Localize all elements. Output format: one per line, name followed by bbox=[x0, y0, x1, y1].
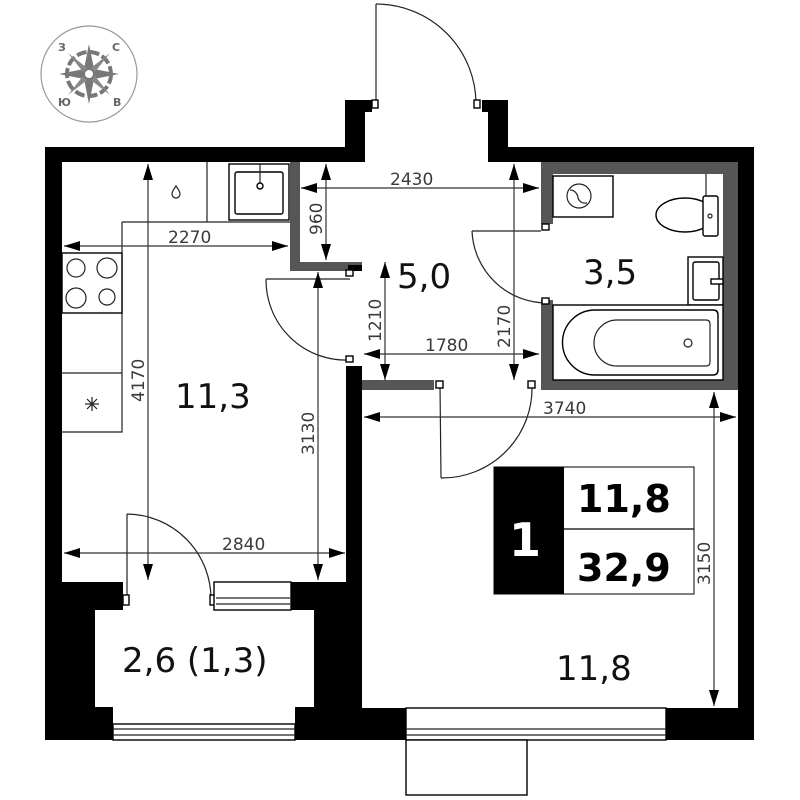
exterior-walls bbox=[45, 100, 754, 740]
dim-kitchen-inner: 3130 bbox=[299, 412, 319, 455]
washbasin-icon bbox=[687, 256, 724, 306]
sink-icon bbox=[228, 163, 290, 221]
stove-icon bbox=[61, 252, 123, 314]
compass-south-label: Ю bbox=[58, 96, 71, 109]
bathroom-door bbox=[471, 223, 550, 305]
rooms-count: 1 bbox=[509, 513, 541, 567]
total-area: 32,9 bbox=[577, 546, 671, 590]
balcony-window bbox=[112, 723, 296, 741]
fridge-icon bbox=[85, 397, 99, 411]
compass-east-label: В bbox=[113, 96, 121, 109]
compass-west-label: З bbox=[58, 41, 66, 54]
living-door bbox=[435, 380, 536, 479]
compass-north-label: С bbox=[112, 41, 120, 54]
bathtub-icon bbox=[552, 304, 724, 381]
dim-hall-width: 2430 bbox=[390, 170, 433, 190]
kitchen-fixtures bbox=[61, 162, 290, 433]
dim-living-depth: 3150 bbox=[695, 542, 715, 585]
living-total-area: 11,8 bbox=[577, 477, 671, 521]
balcony-area-label: 2,6 (1,3) bbox=[122, 641, 267, 681]
dim-kitchen-width-bottom: 2840 bbox=[222, 535, 265, 555]
washing-machine-icon bbox=[552, 175, 614, 218]
entrance-door bbox=[371, 3, 481, 109]
dim-kitchen-width-top: 2270 bbox=[168, 228, 211, 248]
bathroom-area-label: 3,5 bbox=[583, 253, 637, 293]
dim-hall-niche: 960 bbox=[307, 203, 327, 235]
dim-hall-lower: 1210 bbox=[366, 299, 386, 342]
toilet-icon bbox=[655, 174, 719, 237]
dimension-lines bbox=[64, 164, 736, 706]
partition-walls bbox=[290, 162, 738, 390]
dim-living-width: 3740 bbox=[543, 399, 586, 419]
dim-hall-height: 2170 bbox=[495, 305, 515, 348]
water-drop-icon bbox=[171, 184, 181, 199]
hall-area-label: 5,0 bbox=[397, 257, 451, 297]
kitchen-door bbox=[265, 269, 354, 363]
kitchen-area-label: 11,3 bbox=[175, 377, 251, 417]
balcony-door bbox=[122, 513, 292, 611]
bathroom-fixtures bbox=[552, 174, 724, 381]
living-area-label: 11,8 bbox=[556, 649, 632, 689]
living-window bbox=[405, 707, 667, 796]
dim-hall-bottom-width: 1780 bbox=[425, 336, 468, 356]
dim-kitchen-length: 4170 bbox=[129, 359, 149, 402]
apartment-summary-badge: 1 11,8 32,9 bbox=[493, 466, 695, 595]
compass-icon: З С Ю В bbox=[40, 25, 138, 123]
